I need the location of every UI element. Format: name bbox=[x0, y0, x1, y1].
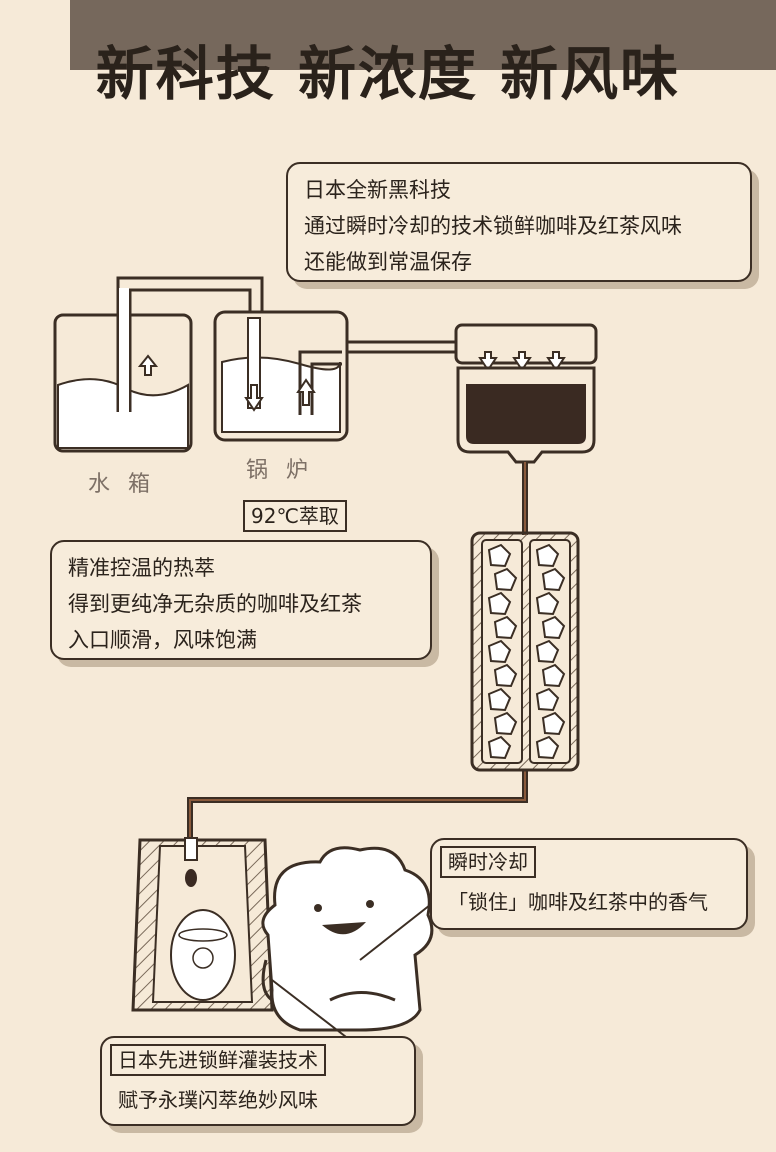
up-arrow-icon bbox=[137, 354, 159, 376]
ice-cube bbox=[493, 711, 518, 736]
header-band bbox=[0, 0, 776, 70]
up-arrow-icon-boiler bbox=[296, 378, 316, 406]
ice-cube bbox=[541, 663, 566, 688]
coffee-drop bbox=[185, 869, 197, 887]
ice-cube bbox=[487, 639, 512, 664]
product-label-logo bbox=[170, 909, 236, 1001]
boiler bbox=[213, 310, 349, 442]
filling-bag bbox=[131, 837, 274, 1012]
filling-text: 赋予永璞闪萃绝妙风味 bbox=[118, 1088, 318, 1112]
extraction-line: 入口顺滑，风味饱满 bbox=[68, 628, 257, 652]
ice-cube bbox=[487, 687, 512, 712]
down-arrow-icon bbox=[244, 384, 264, 412]
ice-cube bbox=[487, 591, 512, 616]
tech-line: 日本全新黑科技 bbox=[304, 178, 451, 202]
ice-cube bbox=[493, 663, 518, 688]
extraction-line: 精准控温的热萃 bbox=[68, 556, 215, 580]
tech-line: 还能做到常温保存 bbox=[304, 250, 472, 274]
filling-tag: 日本先进锁鲜灌装技术 bbox=[110, 1044, 326, 1076]
boiler-label: 锅炉 bbox=[246, 458, 327, 483]
ice-cube bbox=[535, 543, 560, 568]
ice-cube bbox=[535, 735, 560, 760]
cooler bbox=[470, 531, 580, 772]
cooling-text: 「锁住」咖啡及红茶中的香气 bbox=[448, 890, 708, 914]
tech-box: 日本全新黑科技 通过瞬时冷却的技术锁鲜咖啡及红茶风味 还能做到常温保存 bbox=[286, 162, 752, 282]
ice-cube bbox=[541, 615, 566, 640]
ice-cube bbox=[535, 687, 560, 712]
extraction-line: 得到更纯净无杂质的咖啡及红茶 bbox=[68, 592, 362, 616]
page-title: 新科技 新浓度 新风味 bbox=[95, 40, 681, 108]
ice-cube bbox=[493, 567, 518, 592]
cooling-tag: 瞬时冷却 bbox=[440, 846, 536, 878]
ice-cube bbox=[541, 711, 566, 736]
ice-cube bbox=[535, 639, 560, 664]
ice-cube bbox=[487, 735, 512, 760]
ice-cube bbox=[487, 543, 512, 568]
extraction-tag: 92℃萃取 bbox=[243, 500, 347, 532]
ice-cube bbox=[535, 591, 560, 616]
extractor bbox=[454, 323, 598, 464]
pipe-tank-boiler bbox=[116, 276, 264, 412]
ice-cube bbox=[493, 615, 518, 640]
mascot bbox=[261, 846, 434, 1041]
tech-line: 通过瞬时冷却的技术锁鲜咖啡及红茶风味 bbox=[304, 214, 682, 238]
header-bar bbox=[0, 0, 776, 72]
ice-cube bbox=[541, 567, 566, 592]
water-tank-label: 水箱 bbox=[88, 472, 169, 497]
extraction-box: 精准控温的热萃 得到更纯净无杂质的咖啡及红茶 入口顺滑，风味饱满 bbox=[50, 540, 432, 660]
